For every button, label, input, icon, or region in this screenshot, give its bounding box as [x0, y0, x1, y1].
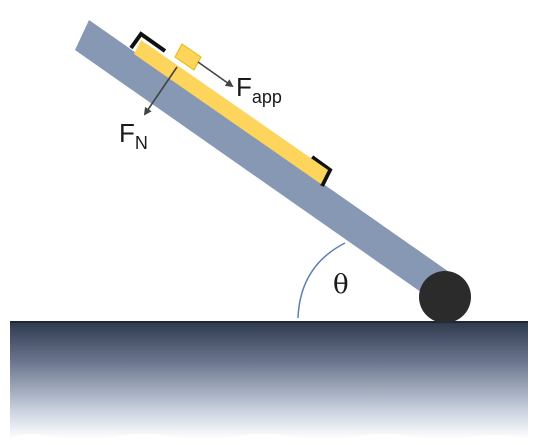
normal-force-label-main: F	[119, 118, 135, 148]
pivot-joint	[419, 271, 471, 323]
angle-arc	[297, 242, 346, 319]
angle-label: θ	[333, 270, 349, 300]
normal-force-label-sub: N	[135, 133, 148, 153]
ground-slab	[10, 322, 528, 440]
normal-force-label: FN	[119, 118, 148, 153]
lower-bracket	[310, 155, 333, 187]
inclined-plank	[75, 20, 452, 304]
applied-force-label: Fapp	[236, 72, 282, 107]
applied-force-label-sub: app	[252, 87, 282, 107]
applied-force-label-main: F	[236, 72, 252, 102]
normal-force-arrow	[143, 66, 178, 116]
yellow-pad	[134, 40, 328, 184]
applied-force-arrow	[197, 61, 234, 88]
upper-bracket	[129, 31, 167, 53]
applied-force-block	[174, 43, 202, 71]
